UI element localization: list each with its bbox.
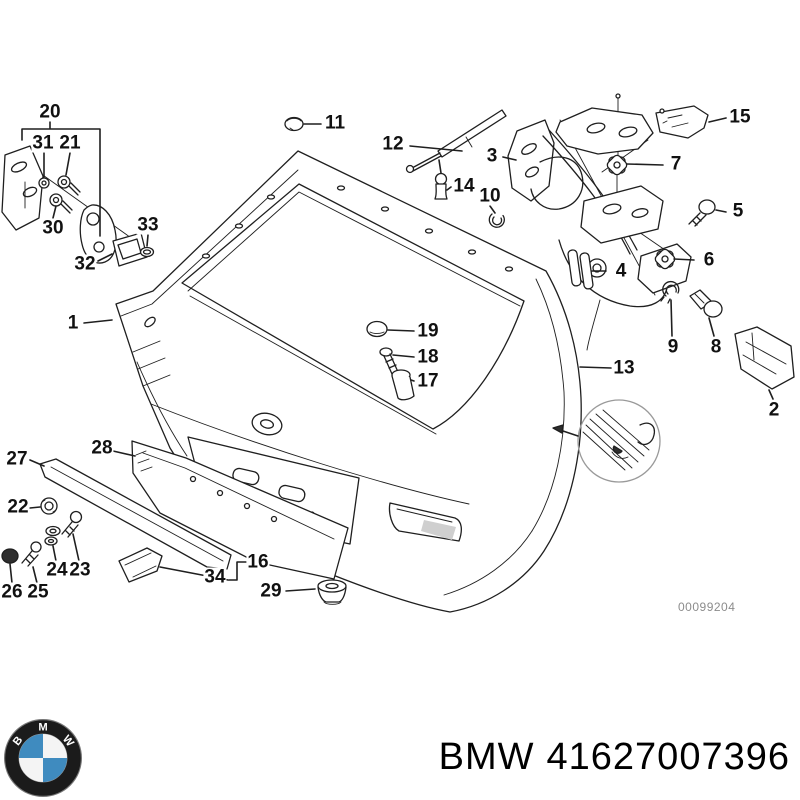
lower-trim-panel-28 — [131, 440, 349, 580]
footer: B M W BMW 41627007396 — [0, 700, 800, 800]
plug-19 — [366, 320, 388, 338]
logo-quadrant-blue-tl — [19, 734, 43, 758]
hinge-catch-bracket — [1, 145, 44, 231]
grommet-29 — [317, 579, 347, 605]
logo-quadrant-white-tr — [43, 734, 67, 758]
seal-ring-33 — [139, 246, 155, 258]
bolt-25 — [21, 541, 42, 567]
cap-26 — [1, 548, 19, 564]
leader-lines — [9, 117, 774, 592]
circlip-9 — [660, 280, 680, 304]
washer-24 — [44, 525, 61, 546]
hinge-assembly — [1, 145, 155, 267]
gas-strut — [405, 109, 507, 174]
handle-recess — [388, 502, 462, 542]
buffer-4 — [567, 249, 594, 290]
logo-quadrant-white-bl — [19, 758, 43, 782]
mount-clip-16 — [118, 547, 163, 583]
screw-18 — [379, 347, 399, 375]
star-nut-7 — [606, 154, 628, 176]
bmw-logo: B M W — [3, 719, 82, 797]
nut-22 — [40, 497, 58, 515]
logo-letter-m: M — [38, 722, 47, 734]
sleeve-17 — [391, 369, 415, 401]
pin-21 — [57, 175, 71, 189]
diagram-line-art — [1, 93, 795, 613]
watermark-code: 00099204 — [678, 600, 736, 614]
ball-stud-14 — [434, 172, 448, 200]
star-nut-6 — [654, 248, 676, 270]
retaining-clip-10 — [488, 213, 505, 228]
lock-mechanism-assembly — [507, 93, 692, 351]
trim-strip-27 — [39, 458, 232, 570]
brand-text: BMW — [438, 736, 535, 778]
screw-5 — [688, 199, 716, 227]
seal-cross-section-detail — [552, 399, 661, 483]
part-caption: BMW 41627007396 — [439, 736, 790, 779]
grommet-11 — [284, 116, 304, 132]
washer-31 — [38, 177, 50, 189]
striker-plate-15 — [655, 105, 709, 139]
pivot-pin-8 — [689, 289, 723, 318]
pin-30 — [49, 193, 63, 207]
part-number-text: 41627007396 — [546, 736, 790, 778]
bracket-2 — [734, 326, 795, 390]
screw-23 — [61, 510, 83, 538]
logo-quadrant-blue-br — [43, 758, 67, 782]
